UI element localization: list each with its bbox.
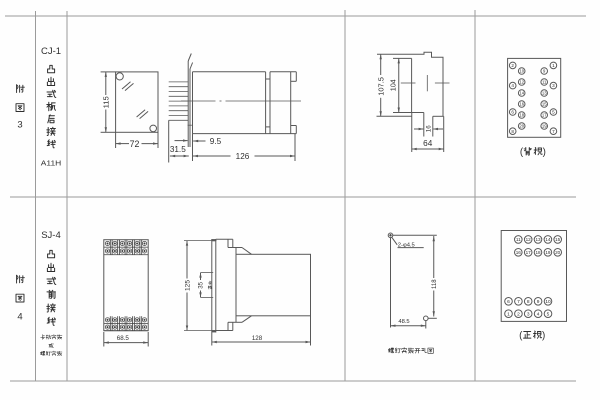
svg-text:19: 19 [545, 250, 551, 255]
svg-text:12: 12 [526, 237, 532, 242]
svg-text:6: 6 [511, 110, 514, 115]
svg-text:13: 13 [542, 91, 547, 96]
svg-text:(: ( [520, 147, 524, 158]
svg-text:18: 18 [535, 250, 541, 255]
svg-text:128: 128 [252, 335, 263, 342]
svg-text:6: 6 [507, 299, 510, 305]
svg-text:2: 2 [517, 311, 520, 317]
svg-text:9: 9 [537, 299, 540, 305]
svg-text:17: 17 [526, 250, 532, 255]
svg-text:10: 10 [519, 69, 524, 74]
svg-text:11: 11 [542, 80, 547, 85]
svg-text:107.5: 107.5 [376, 77, 385, 96]
svg-text:7: 7 [552, 129, 555, 134]
svg-text:126: 126 [236, 152, 250, 161]
svg-text:8: 8 [527, 299, 530, 305]
svg-text:68.5: 68.5 [117, 335, 130, 342]
svg-text:9: 9 [543, 69, 546, 74]
svg-text:SJ-4: SJ-4 [41, 230, 61, 241]
svg-text:7: 7 [517, 299, 520, 305]
svg-text:16: 16 [519, 102, 524, 107]
svg-text:3: 3 [17, 120, 22, 131]
svg-text:118: 118 [432, 279, 438, 289]
svg-text:12: 12 [519, 80, 524, 85]
svg-text:14: 14 [545, 237, 551, 242]
svg-text:CJ-1: CJ-1 [41, 46, 61, 57]
svg-text:20: 20 [519, 124, 524, 129]
svg-text:19: 19 [542, 124, 547, 129]
svg-text:15: 15 [555, 237, 561, 242]
svg-text:18: 18 [519, 113, 524, 118]
svg-text:4: 4 [537, 311, 540, 317]
svg-text:(: ( [519, 330, 523, 341]
svg-text:15: 15 [542, 102, 547, 107]
svg-text:10: 10 [545, 299, 551, 305]
svg-text:13: 13 [535, 237, 541, 242]
svg-text:2: 2 [511, 63, 514, 68]
svg-text:5: 5 [552, 110, 555, 115]
svg-text:): ) [543, 147, 546, 158]
svg-text:104: 104 [388, 79, 397, 91]
svg-text:8: 8 [511, 129, 514, 134]
svg-text:A11H: A11H [41, 160, 62, 167]
svg-text:5: 5 [547, 311, 550, 317]
svg-text:64: 64 [423, 139, 433, 148]
svg-text:17: 17 [542, 113, 547, 118]
svg-text:125: 125 [184, 280, 191, 291]
svg-text:48.5: 48.5 [398, 319, 409, 325]
svg-text:20: 20 [555, 250, 561, 255]
svg-text:9.5: 9.5 [210, 137, 222, 146]
svg-text:11: 11 [516, 237, 521, 242]
svg-text:3: 3 [552, 83, 555, 88]
svg-text:115: 115 [102, 96, 111, 108]
svg-text:1: 1 [507, 311, 510, 317]
svg-text:16: 16 [426, 125, 433, 132]
svg-text:4: 4 [17, 312, 22, 323]
svg-text:14: 14 [519, 91, 524, 96]
svg-text:35: 35 [198, 281, 205, 288]
svg-text:16: 16 [516, 250, 522, 255]
svg-text:3: 3 [527, 311, 530, 317]
svg-text:): ) [542, 330, 545, 341]
svg-text:1: 1 [552, 63, 555, 68]
svg-text:72: 72 [130, 139, 140, 149]
svg-text:4: 4 [511, 83, 514, 88]
svg-text:31.5: 31.5 [170, 145, 186, 154]
svg-text:2-φ4.5: 2-φ4.5 [398, 243, 415, 249]
